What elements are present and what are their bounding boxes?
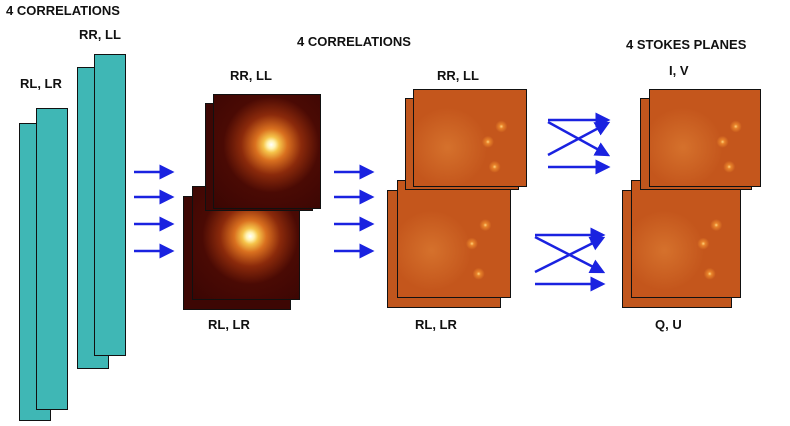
top-left-title: 4 CORRELATIONS [6, 3, 120, 18]
image-plane-ll [413, 89, 527, 187]
col4-q-u-label: Q, U [655, 317, 682, 332]
correlation-bar-ll [94, 54, 126, 356]
col1-rl-lr-label: RL, LR [20, 76, 62, 91]
col2-rr-ll-label: RR, LL [230, 68, 272, 83]
uv-plane-ll [213, 94, 321, 209]
image-plane-lr [397, 180, 511, 298]
arrow-bottom-cross-2 [534, 236, 606, 274]
right-title: 4 STOKES PLANES [626, 37, 747, 52]
col3-rr-ll-label: RR, LL [437, 68, 479, 83]
col1-rr-ll-label: RR, LL [79, 27, 121, 42]
stokes-plane-v [649, 89, 761, 187]
middle-title: 4 CORRELATIONS [297, 34, 411, 49]
stokes-plane-u [631, 180, 741, 298]
col4-i-v-label: I, V [669, 63, 689, 78]
col2-rl-lr-label: RL, LR [208, 317, 250, 332]
arrow-top-cross-2 [547, 121, 611, 157]
correlation-bar-lr [36, 108, 68, 410]
col3-rl-lr-label: RL, LR [415, 317, 457, 332]
